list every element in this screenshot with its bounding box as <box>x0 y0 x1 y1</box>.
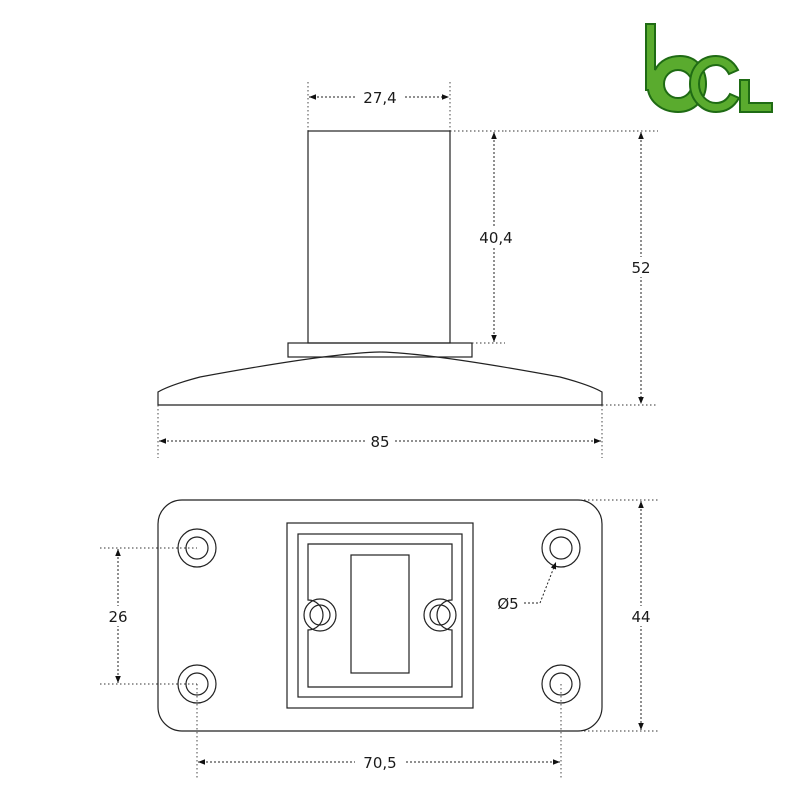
inner-hole-right <box>423 598 457 632</box>
dim-hole-spacing-horizontal: 70,5 <box>363 754 396 772</box>
dim-total-height: 52 <box>631 259 650 277</box>
post-body <box>307 130 451 344</box>
base-plate-profile <box>157 351 603 406</box>
mount-hole-top-left <box>177 528 217 568</box>
dim-base-width: 85 <box>370 433 389 451</box>
logo-letter-c <box>688 54 741 114</box>
socket-inner <box>307 543 453 688</box>
socket-outer <box>286 522 474 709</box>
dim-plate-height: 44 <box>631 608 650 626</box>
top-view: 26 44 Ø5 70,5 <box>100 499 658 778</box>
socket-frame <box>297 533 463 698</box>
base-plate-outline <box>157 499 603 732</box>
inner-hole-left <box>303 598 337 632</box>
logo-letter-l <box>739 79 773 113</box>
mount-hole-bottom-left <box>177 664 217 704</box>
dim-hole-diameter: Ø5 <box>497 595 518 613</box>
dim-post-height: 40,4 <box>479 229 512 247</box>
mount-hole-bottom-right <box>541 664 581 704</box>
socket-slot <box>350 554 410 674</box>
dim-hole-spacing-vertical: 26 <box>108 608 127 626</box>
brand-logo <box>645 23 773 114</box>
side-view: 27,4 40,4 52 85 <box>157 82 658 458</box>
post-collar <box>287 342 473 358</box>
dim-post-width: 27,4 <box>363 89 396 107</box>
mount-hole-top-right <box>541 528 581 568</box>
